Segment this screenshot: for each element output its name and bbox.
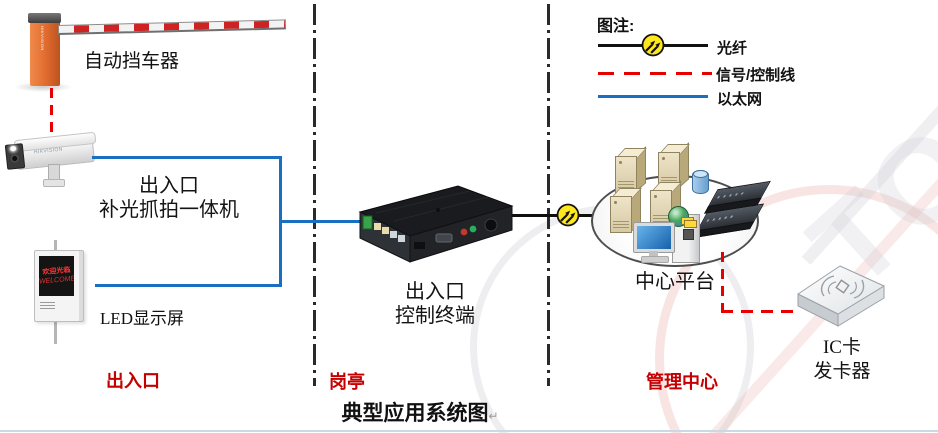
ic-card-reader-device	[788, 258, 888, 338]
ic-label-line1: IC卡	[822, 337, 861, 358]
bottom-border	[0, 430, 938, 432]
barrier-label: 自动挡车器	[84, 51, 180, 72]
led-speaker-grille	[40, 302, 55, 311]
barrier-gate-post	[30, 20, 60, 86]
camera-label-line2: 补光抓拍一体机	[99, 199, 239, 221]
signal-line-platform-horizontal	[721, 310, 795, 313]
server-tower-icon	[615, 146, 647, 193]
led-screen: 欢迎光临 WELCOME	[39, 256, 74, 296]
divider-line-left	[313, 4, 316, 386]
ethernet-line-terminal-branch	[282, 220, 360, 223]
page-title: 典型应用系统图↵	[280, 397, 560, 427]
terminal-label-line2: 控制终端	[395, 305, 475, 327]
legend-signal-line	[598, 72, 712, 75]
database-icon	[692, 170, 709, 194]
led-label: LED显示屏	[100, 309, 185, 328]
legend-fiber-node-icon	[641, 33, 665, 57]
section-label-management: 管理中心	[646, 372, 718, 392]
led-screen-text-line2: WELCOME	[39, 275, 74, 286]
ic-card-reader-label: IC卡 发卡器	[792, 336, 892, 384]
legend-ethernet-label: 以太网	[717, 91, 763, 108]
ethernet-line-led	[95, 284, 281, 287]
watermark-stroke	[801, 0, 938, 265]
legend-heading: 图注:	[597, 18, 635, 35]
divider-line-right	[547, 4, 550, 386]
section-label-entrance: 出入口	[106, 371, 160, 391]
card-stack-icon	[681, 217, 697, 228]
section-label-booth: 岗亭	[329, 372, 365, 392]
monitor-icon	[633, 222, 675, 253]
fiber-line	[512, 214, 594, 217]
control-terminal-device	[352, 180, 516, 266]
monitor-stand	[649, 251, 658, 256]
fiber-node-icon	[556, 203, 580, 227]
ethernet-line-camera	[92, 156, 282, 159]
camera-label: 出入口 补光抓拍一体机	[78, 174, 260, 222]
camera-lens-icon	[4, 143, 26, 170]
terminal-label-line1: 出入口	[405, 281, 465, 303]
server-tower-icon	[658, 142, 690, 189]
barrier-brand-text: HIKVISION	[40, 26, 45, 51]
signal-line-barrier-camera	[50, 88, 53, 136]
camera-base	[43, 179, 65, 187]
signal-line-platform-vertical	[721, 252, 724, 312]
paragraph-mark: ↵	[488, 409, 499, 423]
monitor-base	[641, 256, 669, 263]
platform-label: 中心平台	[635, 271, 715, 293]
legend-fiber-label: 光纤	[717, 40, 748, 57]
barrier-arm	[57, 19, 287, 35]
legend-ethernet-line	[598, 95, 708, 98]
legend-signal-label: 信号/控制线	[716, 67, 796, 84]
server-tower-icon	[610, 186, 642, 233]
terminal-label: 出入口 控制终端	[370, 280, 500, 328]
camera-label-line1: 出入口	[139, 175, 199, 197]
ethernet-line-vertical	[279, 156, 282, 287]
barrier-shadow	[14, 82, 72, 92]
barrier-gate-cap	[28, 13, 61, 23]
page-title-text: 典型应用系统图	[341, 401, 489, 425]
ic-label-line2: 发卡器	[813, 361, 871, 382]
